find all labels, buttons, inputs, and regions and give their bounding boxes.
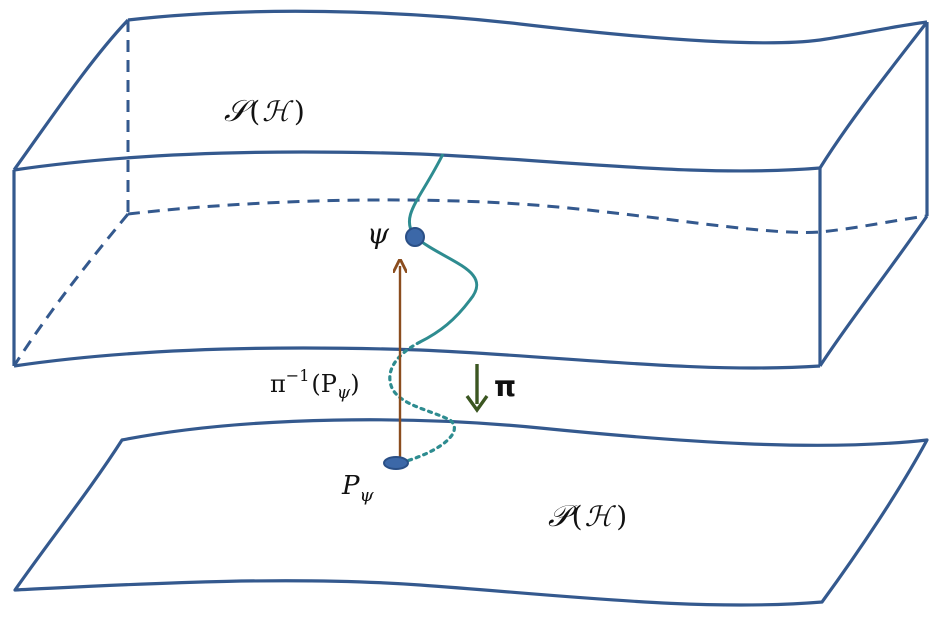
bottom-left-hidden-edge bbox=[12, 213, 130, 367]
psi-point bbox=[405, 227, 425, 247]
bottom-right-edge bbox=[818, 215, 929, 367]
top-front-edge bbox=[13, 150, 821, 173]
projection-arrow bbox=[465, 364, 489, 413]
fiber-curve-dotted bbox=[388, 340, 456, 465]
base-space-label: 𝒫(ℋ) bbox=[548, 499, 627, 534]
bottom-back-hidden-edge bbox=[127, 198, 928, 234]
bottom-front-edge bbox=[13, 346, 821, 370]
top-right-edge bbox=[818, 21, 929, 169]
projection-label: π bbox=[494, 370, 516, 403]
top-back-edge bbox=[127, 9, 928, 45]
hidden-edges bbox=[12, 20, 928, 367]
total-space-box bbox=[12, 9, 929, 370]
base-space-surface bbox=[13, 418, 929, 607]
base-point-label: Pψ bbox=[341, 471, 375, 506]
base-point bbox=[383, 456, 409, 470]
psi-label: ψ bbox=[367, 217, 390, 250]
top-left-edge bbox=[12, 18, 130, 171]
total-space-label: 𝒮(ℋ) bbox=[224, 94, 305, 129]
fiber-curve-solid bbox=[408, 153, 479, 344]
fiber-label: π−1(Pψ) bbox=[270, 366, 360, 403]
